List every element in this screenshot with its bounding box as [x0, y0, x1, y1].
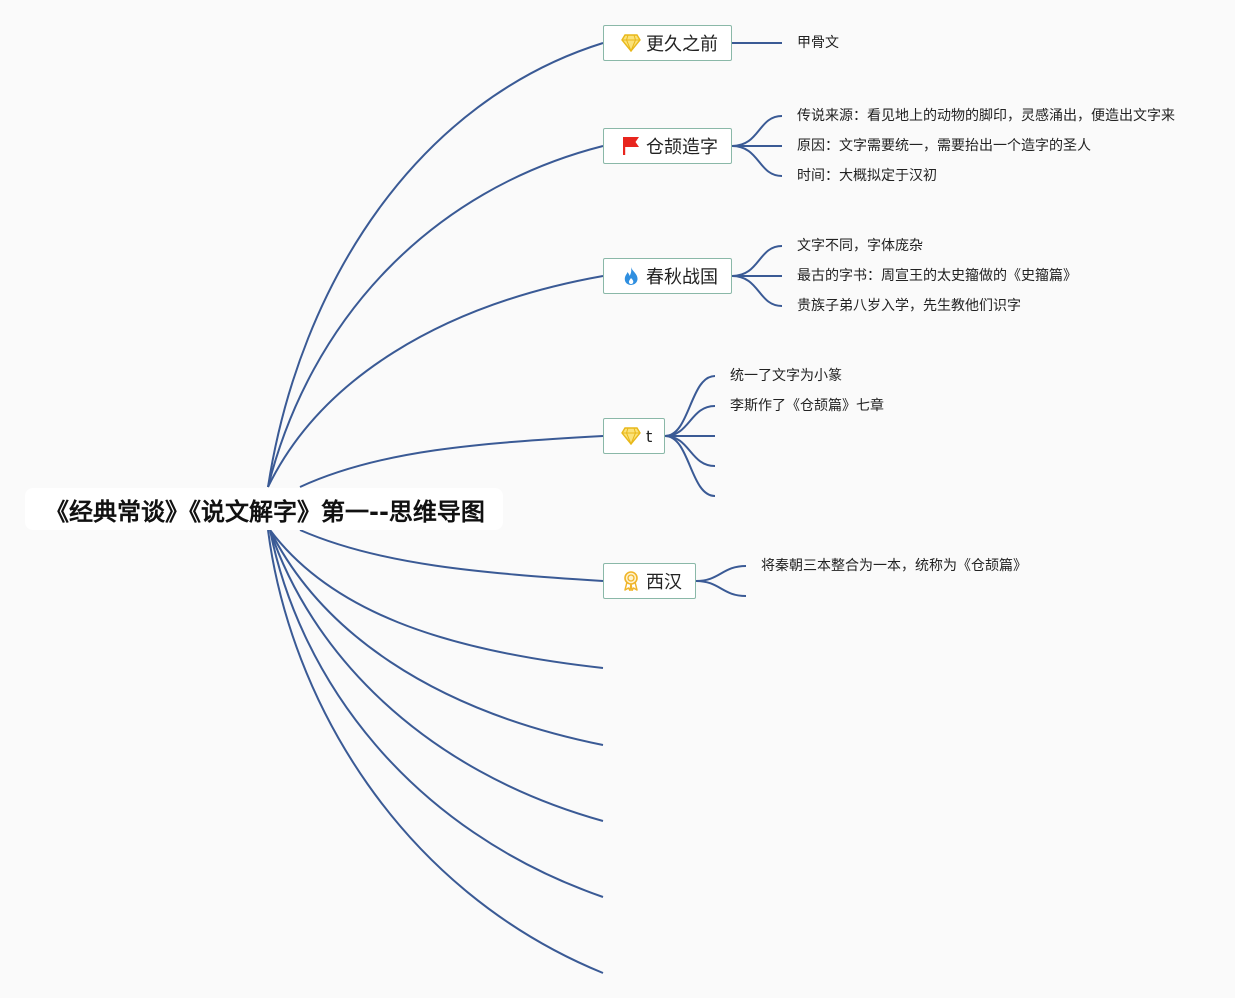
connector-root-empty-3 — [269, 529, 604, 822]
connector-root-topic-3 — [267, 275, 604, 488]
leaf-item[interactable]: 文字不同，字体庞杂 — [797, 238, 923, 254]
topic-label: 更久之前 — [646, 34, 718, 55]
topic-western-han[interactable]: 西汉 — [603, 563, 696, 599]
diamond-icon — [621, 33, 641, 53]
connector-t2-leaf-1 — [731, 115, 783, 147]
fire-icon — [621, 266, 641, 286]
leaf-item[interactable]: 将秦朝三本整合为一本，统称为《仓颉篇》 — [761, 558, 1027, 574]
topic-t[interactable]: t — [603, 418, 665, 454]
topic-label: 西汉 — [646, 572, 682, 593]
leaf-item[interactable]: 李斯作了《仓颉篇》七章 — [730, 398, 884, 414]
connector-t4-leaf-2 — [664, 405, 716, 437]
topic-cangjie[interactable]: 仓颉造字 — [603, 128, 732, 164]
topic-spring-autumn[interactable]: 春秋战国 — [603, 258, 732, 294]
connector-root-topic-1 — [267, 42, 604, 488]
connector-root-empty-2 — [269, 529, 604, 746]
connector-t4-leaf-5 — [664, 435, 716, 497]
connector-root-empty-1 — [269, 529, 604, 669]
connector-root-topic-5 — [299, 529, 604, 582]
leaf-item[interactable]: 贵族子弟八岁入学，先生教他们识字 — [797, 298, 1021, 314]
leaf-item[interactable]: 统一了文字为小篆 — [730, 368, 842, 384]
leaf-item[interactable]: 时间：大概拟定于汉初 — [797, 168, 937, 184]
connector-t5-leaf-1 — [695, 565, 747, 582]
leaf-item[interactable]: 原因：文字需要统一，需要抬出一个造字的圣人 — [797, 138, 1091, 154]
connector-t4-leaf-1 — [664, 375, 716, 437]
topic-label: 春秋战国 — [646, 267, 718, 288]
connector-t2-leaf-3 — [731, 145, 783, 177]
leaf-item[interactable]: 传说来源：看见地上的动物的脚印，灵感涌出，便造出文字来 — [797, 108, 1175, 124]
connector-t4-leaf-4 — [664, 435, 716, 467]
leaf-item[interactable]: 最古的字书：周宣王的太史籀做的《史籀篇》 — [797, 268, 1077, 284]
root-topic-title: 《经典常谈》《说文解字》第一--思维导图 — [45, 497, 485, 526]
topic-label: t — [646, 426, 653, 446]
diamond-icon — [621, 426, 641, 446]
connector-root-topic-2 — [267, 145, 604, 488]
connector-root-topic-4 — [299, 435, 604, 488]
connector-t3-leaf-3 — [731, 275, 783, 307]
topic-label: 仓颉造字 — [646, 137, 718, 158]
connector-root-empty-4 — [269, 529, 604, 898]
red-flag-icon — [621, 136, 641, 156]
connector-root-empty-5 — [267, 529, 604, 974]
leaf-item[interactable]: 甲骨文 — [797, 35, 839, 51]
award-ribbon-icon — [621, 571, 641, 591]
connector-t3-leaf-1 — [731, 245, 783, 277]
root-topic[interactable]: 《经典常谈》《说文解字》第一--思维导图 — [25, 488, 503, 530]
topic-more-ancient[interactable]: 更久之前 — [603, 25, 732, 61]
connector-t5-leaf-2 — [695, 580, 747, 597]
